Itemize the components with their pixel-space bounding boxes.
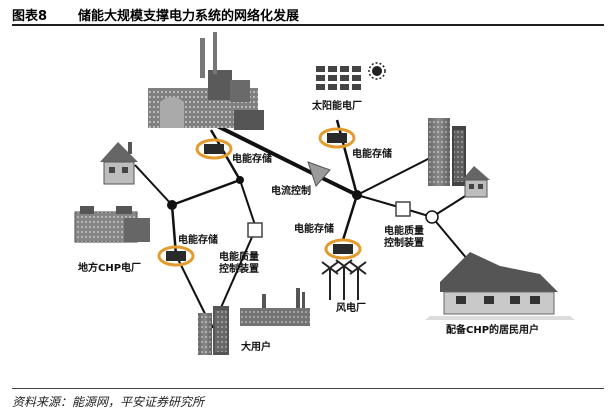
wind-turbines-icon xyxy=(321,259,367,300)
label-chp-residential: 配备CHP的居民用户 xyxy=(446,323,539,336)
hub-node xyxy=(352,190,362,200)
header-rule xyxy=(12,24,604,26)
label-pq-right: 电能质量控制装置 xyxy=(384,224,424,249)
local-chp-plant-icon xyxy=(74,206,150,243)
flow-control-icon xyxy=(307,161,331,187)
figure-footer: 资料来源：能源网，平安证券研究所 xyxy=(12,384,604,414)
power-plant-icon xyxy=(148,32,264,130)
junction-circle xyxy=(425,210,439,224)
junction-node xyxy=(167,200,177,210)
line-house-to-left xyxy=(134,164,173,206)
line-circle-to-house-right xyxy=(431,192,471,218)
house-left-icon xyxy=(100,142,138,185)
power-quality-device-right-icon xyxy=(395,201,411,217)
label-solar-plant: 太阳能电厂 xyxy=(311,99,362,112)
storage-top-icon xyxy=(195,138,233,160)
line-hub-to-wind xyxy=(341,194,359,241)
line-hub-to-rightbld xyxy=(356,157,431,196)
figure-number: 图表8 xyxy=(12,9,48,24)
house-right-icon xyxy=(462,166,490,198)
chp-residential-house-icon xyxy=(425,252,575,320)
footer-rule xyxy=(12,388,604,389)
storage-left-icon xyxy=(157,245,195,267)
figure-header: 图表8 储能大规模支撑电力系统的网络化发展 xyxy=(12,4,604,26)
source-note: 资料来源：能源网，平安证券研究所 xyxy=(12,395,205,409)
solar-panels-icon xyxy=(316,66,361,90)
line-flow-to-hub xyxy=(317,174,358,197)
storage-wind-icon xyxy=(324,238,362,260)
office-tower-right-icon xyxy=(428,118,466,186)
label-storage-wind: 电能存储 xyxy=(294,222,334,235)
line-hub-to-pq-right xyxy=(356,194,403,209)
storage-solar-icon xyxy=(318,127,356,149)
label-flow-control: 电流控制 xyxy=(271,184,311,197)
line-junction-to-left xyxy=(171,178,241,207)
label-storage-top: 电能存储 xyxy=(232,152,272,165)
line-junction-to-pq-left xyxy=(239,179,257,229)
power-quality-device-left-icon xyxy=(247,222,263,238)
label-storage-left: 电能存储 xyxy=(178,233,218,246)
label-wind-plant: 风电厂 xyxy=(336,301,366,314)
line-circle-to-residential xyxy=(431,216,469,261)
figure-title: 储能大规模支撑电力系统的网络化发展 xyxy=(78,9,300,24)
label-storage-solar: 电能存储 xyxy=(352,147,392,160)
network-diagram: 电能存储 太阳能电厂 电能存储 电流控制 电能存储 地方CHP电厂 电能质量控制… xyxy=(74,32,575,355)
sun-icon xyxy=(368,62,386,80)
label-pq-left: 电能质量控制装置 xyxy=(219,250,259,275)
label-large-user: 大用户 xyxy=(241,340,271,353)
junction-node xyxy=(236,176,244,184)
large-user-icon xyxy=(198,288,310,355)
label-local-chp: 地方CHP电厂 xyxy=(78,261,141,274)
line-solar-to-hub xyxy=(335,119,359,196)
